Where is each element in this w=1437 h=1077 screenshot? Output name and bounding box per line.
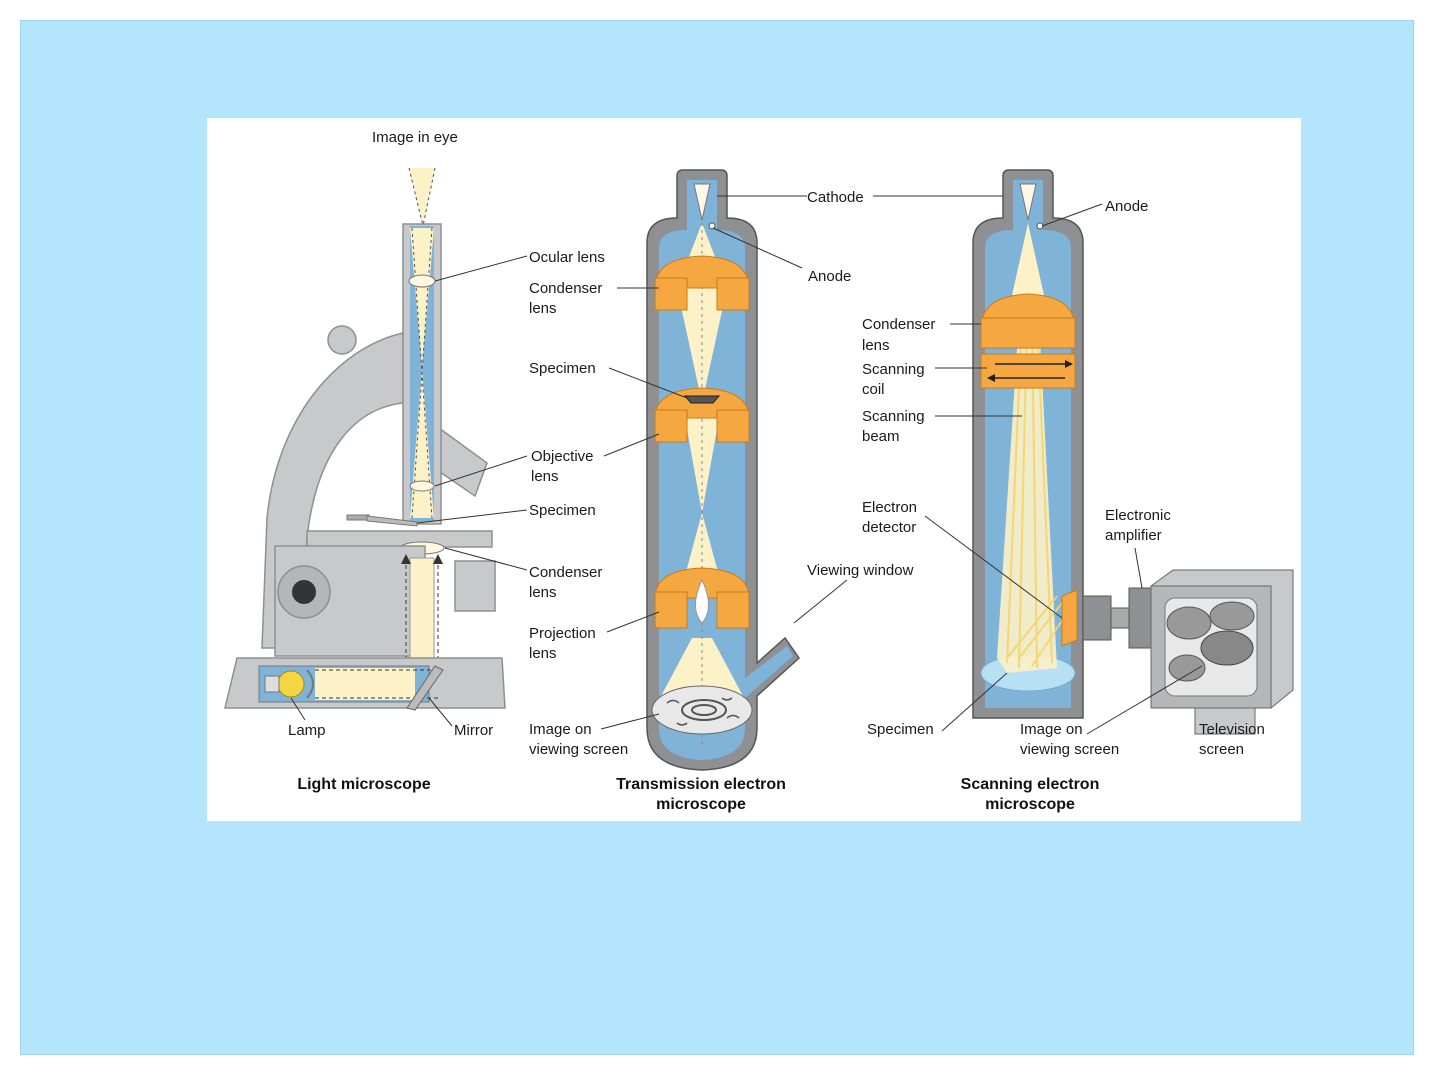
eye-beam [409, 168, 435, 226]
tem-viewing-screen [651, 685, 753, 735]
label-mirror: Mirror [454, 722, 493, 739]
ocular-lens-shape [408, 274, 436, 288]
label-viewing-window: Viewing window [807, 562, 914, 579]
label-condenser-lens-sem-2: lens [862, 337, 890, 354]
caption-sem: Scanning electron [961, 776, 1100, 793]
label-cathode: Cathode [807, 189, 864, 206]
label-electronic-amplifier-2: amplifier [1105, 527, 1162, 544]
caption-tem-2: microscope [656, 796, 746, 813]
label-image-screen-sem: Image on [1020, 721, 1083, 738]
microscope-figure: Image in eye Ocular lens Objective lens … [207, 118, 1301, 821]
label-projection-lens: Projection [529, 625, 596, 642]
label-image-screen-tem: Image on [529, 721, 592, 738]
label-electronic-amplifier: Electronic [1105, 507, 1171, 524]
light-microscope: Image in eye Ocular lens Objective lens … [224, 129, 605, 793]
label-objective-lens: Objective [531, 448, 594, 465]
label-television-screen: Television [1199, 721, 1265, 738]
label-condenser-lens-tem: Condenser [529, 280, 602, 297]
mirror-shape [406, 665, 444, 711]
label-anode-sem: Anode [1105, 198, 1148, 215]
label-lamp: Lamp [288, 722, 326, 739]
scanning-electron-microscope: Anode Condenser lens Scanning coil Scann… [862, 169, 1294, 813]
label-scanning-beam-2: beam [862, 428, 900, 445]
label-image-screen-tem-2: viewing screen [529, 741, 628, 758]
label-image-screen-sem-2: viewing screen [1020, 741, 1119, 758]
label-scanning-coil: Scanning [862, 361, 925, 378]
label-condenser-lens-light: Condenser [529, 564, 602, 581]
microscope-diagram: Image in eye Ocular lens Objective lens … [224, 129, 1294, 813]
caption-tem: Transmission electron [616, 776, 786, 793]
transmission-electron-microscope: Cathode Anode Condenser lens Specimen Vi… [529, 169, 1015, 813]
label-scanning-beam: Scanning [862, 408, 925, 425]
label-condenser-lens-sem: Condenser [862, 316, 935, 333]
caption-light-microscope: Light microscope [297, 776, 430, 793]
label-specimen-tem: Specimen [529, 360, 596, 377]
label-condenser-lens-light-2: lens [529, 584, 557, 601]
label-specimen-sem: Specimen [867, 721, 934, 738]
label-anode-tem: Anode [808, 268, 851, 285]
label-image-in-eye: Image in eye [372, 129, 458, 146]
label-electron-detector: Electron [862, 499, 917, 516]
label-objective-lens-2: lens [531, 468, 559, 485]
label-projection-lens-2: lens [529, 645, 557, 662]
label-specimen-light: Specimen [529, 502, 596, 519]
electron-detector-shape [1061, 589, 1078, 647]
label-ocular-lens: Ocular lens [529, 249, 605, 266]
sem-scanning-coil-shape [980, 353, 1076, 389]
caption-sem-2: microscope [985, 796, 1075, 813]
label-electron-detector-2: detector [862, 519, 916, 536]
tem-specimen-shape [683, 395, 721, 404]
label-condenser-lens-tem-2: lens [529, 300, 557, 317]
stage [306, 530, 493, 548]
sem-condenser-lens-shape [980, 317, 1076, 349]
slide-background: Image in eye Ocular lens Objective lens … [20, 20, 1414, 1055]
tem-condenser-lens-shape [654, 277, 688, 311]
objective-lens-shape [409, 480, 435, 492]
lamp-bulb [277, 670, 305, 698]
label-scanning-coil-2: coil [862, 381, 885, 398]
tem-objective-lens-shape [654, 409, 688, 443]
label-television-screen-2: screen [1199, 741, 1244, 758]
tem-projection-lens-shape [654, 591, 688, 629]
